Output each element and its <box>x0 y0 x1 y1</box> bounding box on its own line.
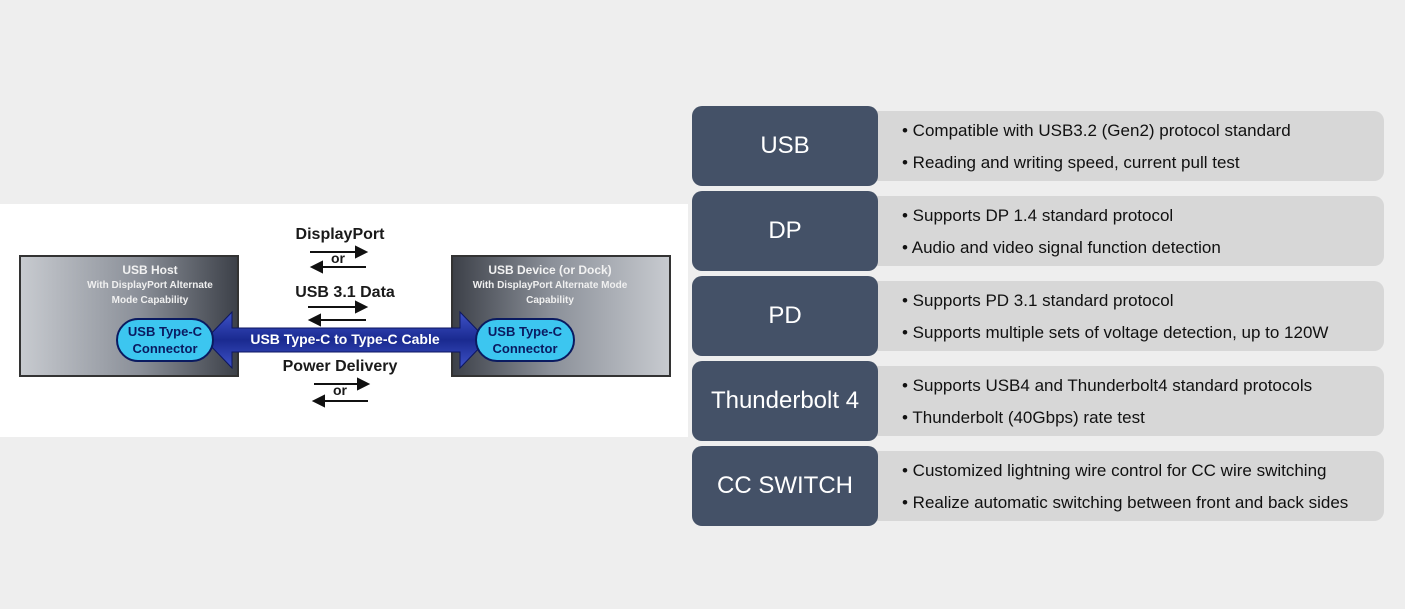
diagram-graphics <box>19 245 671 408</box>
host-title: USB Host <box>122 263 178 277</box>
feature-dp: DP • Supports DP 1.4 standard protocol •… <box>692 191 1384 271</box>
feature-lines: • Supports DP 1.4 standard protocol • Au… <box>902 205 1221 269</box>
power-delivery-or-label: or <box>333 382 347 398</box>
feature-description <box>862 111 1384 181</box>
power-delivery-label: Power Delivery <box>282 358 398 375</box>
feature-description <box>862 366 1384 436</box>
device-connector-line-1: USB Type-C <box>487 324 563 339</box>
feature-description <box>862 196 1384 266</box>
host-connector-line-1: USB Type-C <box>127 324 203 339</box>
feature-lines: • Supports PD 3.1 standard protocol • Su… <box>902 290 1328 354</box>
feature-line: • Realize automatic switching between fr… <box>902 493 1349 512</box>
feature-description <box>862 281 1384 351</box>
displayport-label: DisplayPort <box>295 226 385 243</box>
feature-cc-switch: CC SWITCH • Customized lightning wire co… <box>692 446 1384 526</box>
feature-tag-dp: DP <box>692 191 878 271</box>
host-subtitle-line-1: With DisplayPort Alternate <box>87 280 213 291</box>
feature-line: • Thunderbolt (40Gbps) rate test <box>902 408 1145 427</box>
device-connector-text: USB Type-C Connector <box>488 323 562 357</box>
device-box-text: USB Device (or Dock) With DisplayPort Al… <box>473 263 628 308</box>
feature-lines: • Compatible with USB3.2 (Gen2) protocol… <box>902 120 1291 184</box>
power-delivery-arrows <box>311 377 371 408</box>
host-subtitle-line-2: Mode Capability <box>111 295 189 306</box>
device-connector-line-2: Connector <box>492 341 558 356</box>
device-subtitle-line-1: With DisplayPort Alternate Mode <box>472 280 628 291</box>
usb-data-arrows <box>307 300 369 327</box>
feature-line: • Audio and video signal function detect… <box>902 238 1221 257</box>
host-connector <box>116 318 214 362</box>
feature-list: USB • Compatible with USB3.2 (Gen2) prot… <box>692 106 1384 531</box>
feature-tag-thunderbolt: Thunderbolt 4 <box>692 361 878 441</box>
feature-lines: • Customized lightning wire control for … <box>902 460 1348 524</box>
feature-line: • Supports USB4 and Thunderbolt4 standar… <box>902 376 1313 395</box>
feature-line: • Customized lightning wire control for … <box>902 461 1327 480</box>
feature-description <box>862 451 1384 521</box>
feature-line: • Reading and writing speed, current pul… <box>902 153 1240 172</box>
cable-label: USB Type-C to Type-C Cable <box>250 331 440 347</box>
feature-pd: PD • Supports PD 3.1 standard protocol •… <box>692 276 1384 356</box>
feature-line: • Supports DP 1.4 standard protocol <box>902 206 1174 225</box>
feature-tag-cc-switch: CC SWITCH <box>692 446 878 526</box>
host-connector-line-2: Connector <box>132 341 198 356</box>
device-subtitle-line-2: Capability <box>526 295 574 306</box>
displayport-arrows <box>309 245 369 274</box>
feature-usb: USB • Compatible with USB3.2 (Gen2) prot… <box>692 106 1384 186</box>
feature-line: • Compatible with USB3.2 (Gen2) protocol… <box>902 121 1291 140</box>
usb-c-diagram: DisplayPort or USB 3.1 Data Power Delive… <box>0 204 688 437</box>
displayport-or-label: or <box>331 250 345 266</box>
device-title: USB Device (or Dock) <box>488 263 612 277</box>
usb-data-label: USB 3.1 Data <box>295 284 395 301</box>
host-connector-text: USB Type-C Connector <box>128 323 202 357</box>
feature-thunderbolt: Thunderbolt 4 • Supports USB4 and Thunde… <box>692 361 1384 441</box>
feature-lines: • Supports USB4 and Thunderbolt4 standar… <box>902 375 1312 439</box>
device-connector <box>475 318 575 362</box>
feature-tag-usb: USB <box>692 106 878 186</box>
feature-line: • Supports PD 3.1 standard protocol <box>902 291 1174 310</box>
feature-tag-pd: PD <box>692 276 878 356</box>
host-box-text: USB Host With DisplayPort Alternate Mode… <box>87 263 213 308</box>
feature-line: • Supports multiple sets of voltage dete… <box>902 323 1329 342</box>
